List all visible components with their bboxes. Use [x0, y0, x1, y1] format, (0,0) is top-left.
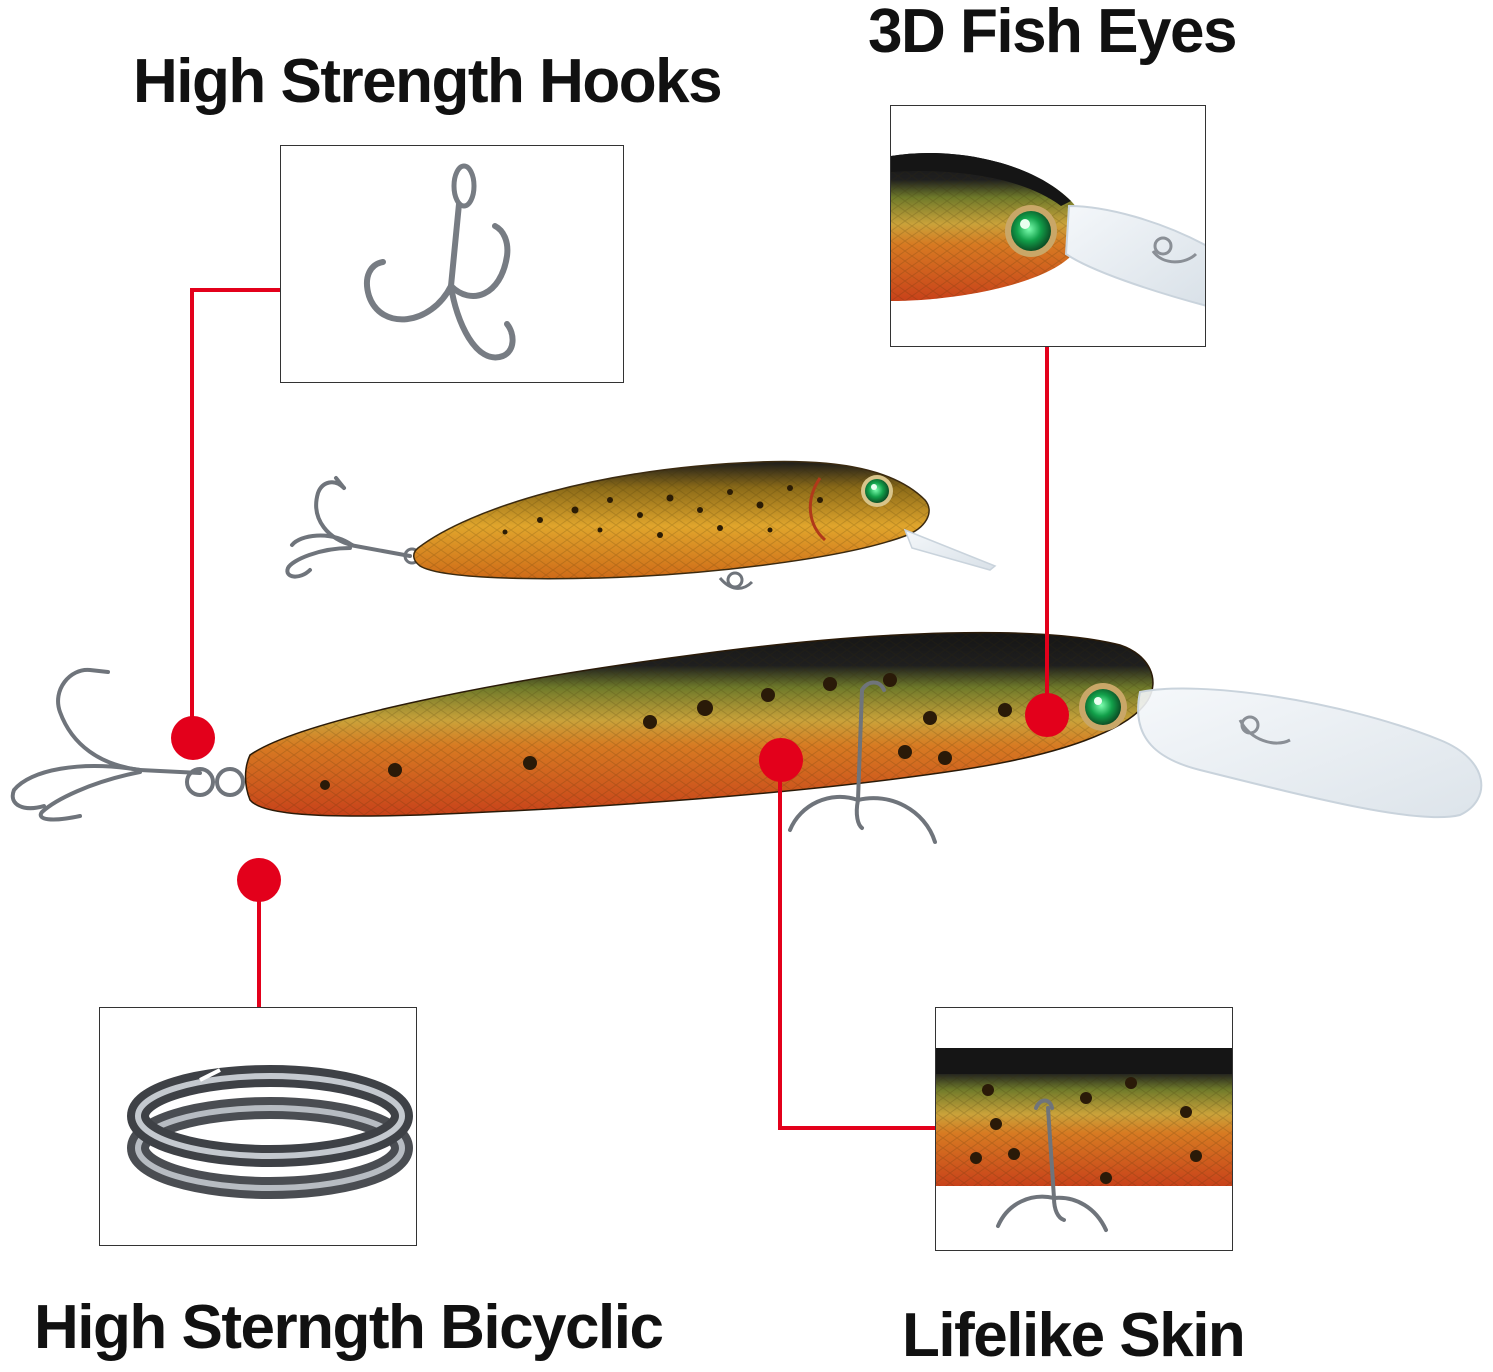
label-high-sterngth-bicyclic: High Sterngth Bicyclic [34, 1293, 664, 1362]
small-lure-spots [502, 485, 823, 538]
eyes-callout-dot [1025, 693, 1069, 737]
callout-dots [171, 693, 1069, 902]
large-lure [10, 631, 1483, 844]
skin-callout-box [935, 1007, 1233, 1251]
large-lure-spots [320, 673, 1012, 790]
large-lure-belly-hook-icon [788, 680, 937, 844]
small-lure [285, 460, 997, 590]
hooks-callout-dot [171, 716, 215, 760]
treble-hook-icon [363, 163, 516, 361]
skin-callout-line [778, 760, 935, 1130]
hooks-callout-line [190, 288, 280, 740]
eye-callout-box [890, 105, 1206, 347]
skin-callout-dot [759, 738, 803, 782]
label-high-strength-hooks: High Strength Hooks [133, 47, 723, 116]
hook-callout-box [280, 145, 624, 383]
label-lifelike-skin: Lifelike Skin [902, 1301, 1246, 1370]
large-lure-rear-hook-icon [10, 667, 202, 822]
split-ring-icon [127, 1065, 413, 1199]
small-lure-rear-hook-icon [285, 476, 412, 579]
ring-callout-box [99, 1007, 417, 1246]
fish-eye-icon [891, 153, 1205, 307]
lifelike-skin-icon [936, 1048, 1232, 1232]
ring-callout-dot [237, 858, 281, 902]
label-3d-fish-eyes: 3D Fish Eyes [868, 0, 1237, 66]
